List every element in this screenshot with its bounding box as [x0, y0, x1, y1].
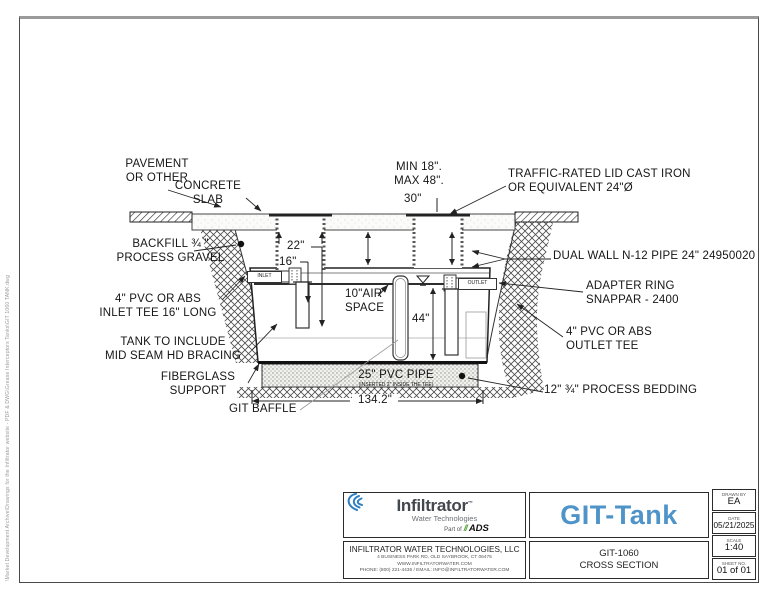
- logo-subtitle: Water Technologies: [411, 513, 478, 523]
- label-dim-134: 134.2": [352, 394, 398, 408]
- label-fiberglass-support: FIBERGLASS SUPPORT: [160, 371, 236, 397]
- label-air-space: 10"AIR SPACE: [345, 288, 385, 314]
- logo-brand: Infiltrator™: [396, 495, 473, 515]
- label-dim-16: 16": [279, 256, 297, 268]
- field-drawn-by: DRAWN BY EA: [712, 489, 756, 511]
- label-tank-bracing: TANK TO INCLUDE MID SEAM HD BRACING: [104, 336, 242, 362]
- logo-cell: Infiltrator™ Water Technologies Part of …: [343, 492, 526, 538]
- label-dual-wall-pipe: DUAL WALL N-12 PIPE 24" 24950020: [553, 250, 756, 262]
- company-website: WWW.INFILTRATORWATER.COM: [397, 561, 472, 567]
- access-risers: [269, 213, 470, 270]
- field-scale: SCALE 1:40: [712, 535, 756, 557]
- field-sheet-no: SHEET NO. 01 of 01: [712, 558, 756, 580]
- company-name: INFILTRATOR WATER TECHNOLOGIES, LLC: [349, 545, 520, 555]
- ads-slashes-icon: //: [463, 523, 468, 533]
- doc-number: GIT-1060: [599, 547, 639, 559]
- label-git-baffle: GIT BAFFLE: [229, 403, 297, 415]
- label-inlet-tee: 4" PVC OR ABS INLET TEE 16" LONG: [99, 293, 217, 319]
- leader-lines: [167, 185, 584, 411]
- field-date: DATE 05/21/2025: [712, 512, 756, 534]
- label-concrete-slab: CONCRETE SLAB: [174, 180, 242, 206]
- surface-structures: [129, 211, 579, 231]
- company-cell: INFILTRATOR WATER TECHNOLOGIES, LLC 4 BU…: [343, 541, 526, 579]
- inlet-tag: INLET: [247, 271, 282, 283]
- label-process-bedding: 12" ¾" PROCESS BEDDING: [544, 384, 698, 396]
- label-pvc-pipe: 25" PVC PIPE (INSERTED 2" INSIDE THE TEE…: [358, 369, 434, 388]
- outlet-tag: OUTLET: [458, 278, 497, 290]
- label-pavement: PAVEMENT OR OTHER: [125, 158, 189, 184]
- company-contact: PHONE: (800) 221-4436 / EMAIL: INFO@INFI…: [359, 568, 510, 574]
- infiltrator-logo-icon: [347, 493, 363, 511]
- label-adapter-ring: ADAPTER RING SNAPPAR - 2400: [586, 280, 679, 306]
- label-backfill: BACKFILL ¾ " PROCESS GRAVEL: [116, 238, 225, 264]
- doc-type: CROSS SECTION: [579, 560, 659, 571]
- ads-wordmark: ADS: [468, 523, 489, 534]
- product-name: GIT-Tank: [560, 499, 678, 530]
- logo-partof: Part of // ADS: [444, 523, 489, 534]
- document-cell: GIT-1060 CROSS SECTION: [529, 541, 709, 579]
- company-address: 4 BUSINESS PARK RD, OLD SAYBROOK, CT 064…: [377, 555, 492, 561]
- label-traffic-lid: TRAFFIC-RATED LID CAST IRON OR EQUIVALEN…: [508, 168, 691, 194]
- sheet-border: [19, 16, 759, 583]
- label-dim-44: 44": [412, 313, 430, 325]
- dimension-lines: [251, 198, 484, 404]
- label-dim-22: 22": [287, 240, 305, 252]
- process-bedding: [258, 361, 487, 388]
- product-cell: GIT-Tank: [529, 492, 709, 538]
- label-outlet-tee: 4" PVC OR ABS OUTLET TEE: [566, 326, 652, 352]
- title-block: Infiltrator™ Water Technologies Part of …: [340, 489, 758, 582]
- label-min-max-depth: MIN 18". MAX 48".: [394, 161, 444, 187]
- label-dim-30: 30": [404, 193, 422, 205]
